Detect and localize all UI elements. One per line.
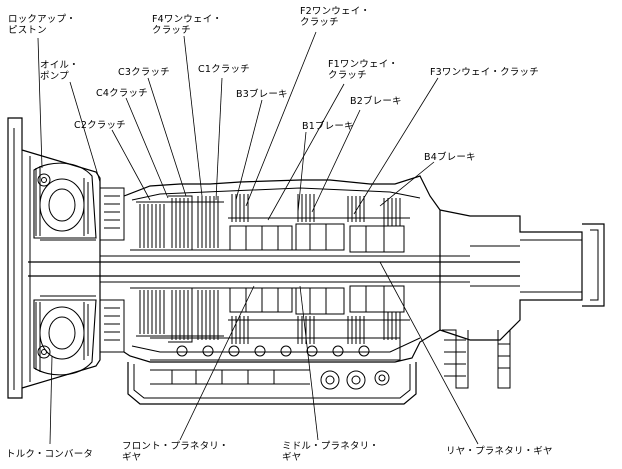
label-f4-one-way-clutch: F4ワンウェイ・ クラッチ xyxy=(152,14,223,36)
leader-lines xyxy=(37,31,479,445)
label-f2-one-way-clutch: F2ワンウェイ・ クラッチ xyxy=(300,6,371,28)
label-c2-clutch: C2クラッチ xyxy=(74,120,126,131)
label-middle-planetary-gear: ミドル・プラネタリ・ ギヤ xyxy=(282,441,380,463)
label-oil-pump: オイル・ ポンプ xyxy=(40,60,79,82)
label-b2-brake: B2ブレーキ xyxy=(350,96,402,107)
label-lockup-piston: ロックアップ・ ピストン xyxy=(8,14,76,36)
main-shaft xyxy=(28,249,520,289)
main-case xyxy=(123,175,441,363)
label-rear-planetary-gear: リヤ・プラネタリ・ギヤ xyxy=(446,446,553,457)
label-b1-brake: B1ブレーキ xyxy=(302,121,354,132)
label-f1-one-way-clutch: F1ワンウェイ・ クラッチ xyxy=(328,59,399,81)
label-b4-brake: B4ブレーキ xyxy=(424,152,476,163)
label-b3-brake: B3ブレーキ xyxy=(236,89,288,100)
label-c4-clutch: C4クラッチ xyxy=(96,88,148,99)
extension-housing xyxy=(439,209,605,389)
planetary-gear-sets xyxy=(228,217,410,321)
torque-converter-element xyxy=(33,162,97,376)
lockup-piston-element xyxy=(35,166,41,372)
label-c1-clutch: C1クラッチ xyxy=(198,64,250,75)
label-front-planetary-gear: フロント・プラネタリ・ ギヤ xyxy=(122,441,229,463)
label-f3-one-way-clutch: F3ワンウェイ・クラッチ xyxy=(430,67,539,78)
label-torque-converter: トルク・コンバータ xyxy=(6,449,94,460)
oil-pump-element xyxy=(100,187,125,353)
clutch-packs xyxy=(136,194,401,344)
label-c3-clutch: C3クラッチ xyxy=(118,67,170,78)
converter-housing xyxy=(7,117,101,399)
oil-pan-and-valve-body xyxy=(127,337,417,405)
